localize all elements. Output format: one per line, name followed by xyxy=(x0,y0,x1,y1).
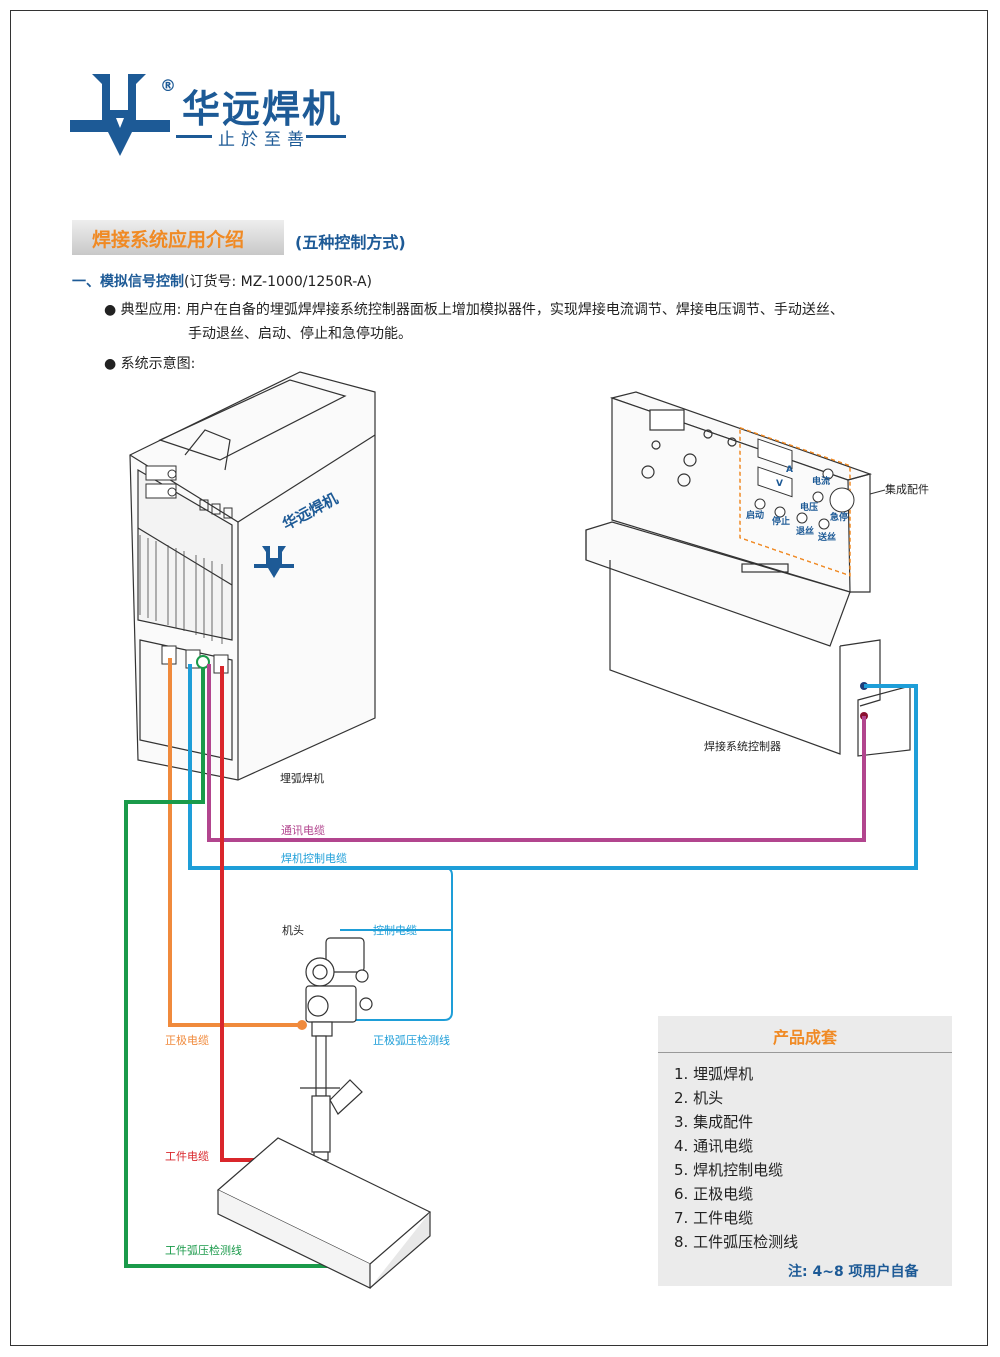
registered-mark: ® xyxy=(160,76,176,95)
machine-logo-icon xyxy=(254,546,294,578)
work-cable-label: 工件电缆 xyxy=(165,1150,209,1163)
product-kit-box xyxy=(658,1016,952,1286)
product-kit-note: 注: 4~8 项用户自备 xyxy=(788,1264,919,1280)
integrated-panel xyxy=(754,438,855,530)
diagram-label: ● 系统示意图: xyxy=(104,356,196,372)
kit-item: 3. 集成配件 xyxy=(674,1113,754,1131)
panel-a-label: A xyxy=(786,465,793,475)
slogan-rule-right xyxy=(306,135,346,138)
machine-connectors xyxy=(161,645,229,674)
panel-current-label: 电流 xyxy=(812,475,830,487)
vent-slots xyxy=(139,535,223,644)
slogan-rule-left xyxy=(176,135,212,138)
kit-item: 4. 通讯电缆 xyxy=(674,1137,754,1155)
panel-estop-label: 急停 xyxy=(830,511,848,523)
welding-controller-label: 焊接系统控制器 xyxy=(704,739,781,753)
control-cable-label: 控制电缆 xyxy=(373,923,417,937)
integrated-panel-labels: A V 电流 电压 急停 启动 停止 退丝 送丝 xyxy=(746,465,848,543)
positive-cable-label: 正极电缆 xyxy=(165,1033,209,1047)
section-subtitle: (五种控制方式) xyxy=(295,233,406,252)
panel-voltage-label: 电压 xyxy=(800,501,818,513)
kit-item: 5. 焊机控制电缆 xyxy=(674,1161,784,1179)
positive-arc-detect-label: 正极弧压检测线 xyxy=(373,1033,450,1047)
item-heading: 一、模拟信号控制(订货号: MZ-1000/1250R-A) xyxy=(72,271,372,291)
comm-cable-label: 通讯电缆 xyxy=(281,824,325,837)
saw-welding-machine xyxy=(129,371,376,781)
panel-stop-label: 停止 xyxy=(772,515,790,527)
kit-item: 6. 正极电缆 xyxy=(674,1185,754,1203)
section-title: 焊接系统应用介绍 xyxy=(92,229,245,251)
application-line-2: 手动退丝、启动、停止和急停功能。 xyxy=(188,326,412,342)
kit-item: 7. 工件电缆 xyxy=(674,1209,754,1227)
positive-arc-detect-line xyxy=(190,867,453,1021)
head-positive-terminal xyxy=(297,1020,307,1030)
panel-v-label: V xyxy=(776,479,783,489)
brand-logo-icon xyxy=(70,74,170,156)
panel-start-label: 启动 xyxy=(746,509,764,521)
integrated-parts-label: 集成配件 xyxy=(885,482,929,496)
welding-head xyxy=(300,937,373,1161)
arc-detect-line xyxy=(124,668,352,1268)
page-frame xyxy=(10,10,988,1346)
welding-controller-cabinet xyxy=(585,391,911,757)
machine-control-cable-label: 焊机控制电缆 xyxy=(281,851,347,865)
item-heading-title: 一、模拟信号控制 xyxy=(72,274,184,290)
panel-retract-label: 退丝 xyxy=(796,525,814,537)
application-line-1: ● 典型应用: 用户在自备的埋弧焊焊接系统控制器面板上增加模拟器件，实现焊接电流… xyxy=(104,302,844,318)
brand-slogan: 止於至善 xyxy=(218,130,310,150)
kit-item: 2. 机头 xyxy=(674,1089,724,1107)
product-kit-title: 产品成套 xyxy=(772,1028,837,1047)
machine-front-panel xyxy=(145,465,233,519)
brand-name: 华远焊机 xyxy=(182,87,343,131)
workpiece xyxy=(216,1137,432,1289)
head-label: 机头 xyxy=(282,923,304,937)
product-kit-divider xyxy=(658,1052,952,1053)
saw-machine-label: 埋弧焊机 xyxy=(280,771,324,785)
positive-cable-line xyxy=(168,658,300,1027)
comm-cable-line xyxy=(207,664,866,842)
kit-item: 8. 工件弧压检测线 xyxy=(674,1233,799,1251)
kit-item: 1. 埋弧焊机 xyxy=(674,1065,754,1083)
integrated-parts-outline xyxy=(739,426,851,577)
work-arc-detect-label: 工件弧压检测线 xyxy=(165,1243,242,1257)
section-header-box xyxy=(72,220,284,255)
panel-feed-label: 送丝 xyxy=(817,531,836,543)
work-cable-line xyxy=(220,666,258,1162)
order-number: (订货号: MZ-1000/1250R-A) xyxy=(184,274,373,290)
cable-labels: 通讯电缆 焊机控制电缆 机头 控制电缆 正极电缆 正极弧压检测线 工件电缆 工件… xyxy=(165,824,450,1257)
